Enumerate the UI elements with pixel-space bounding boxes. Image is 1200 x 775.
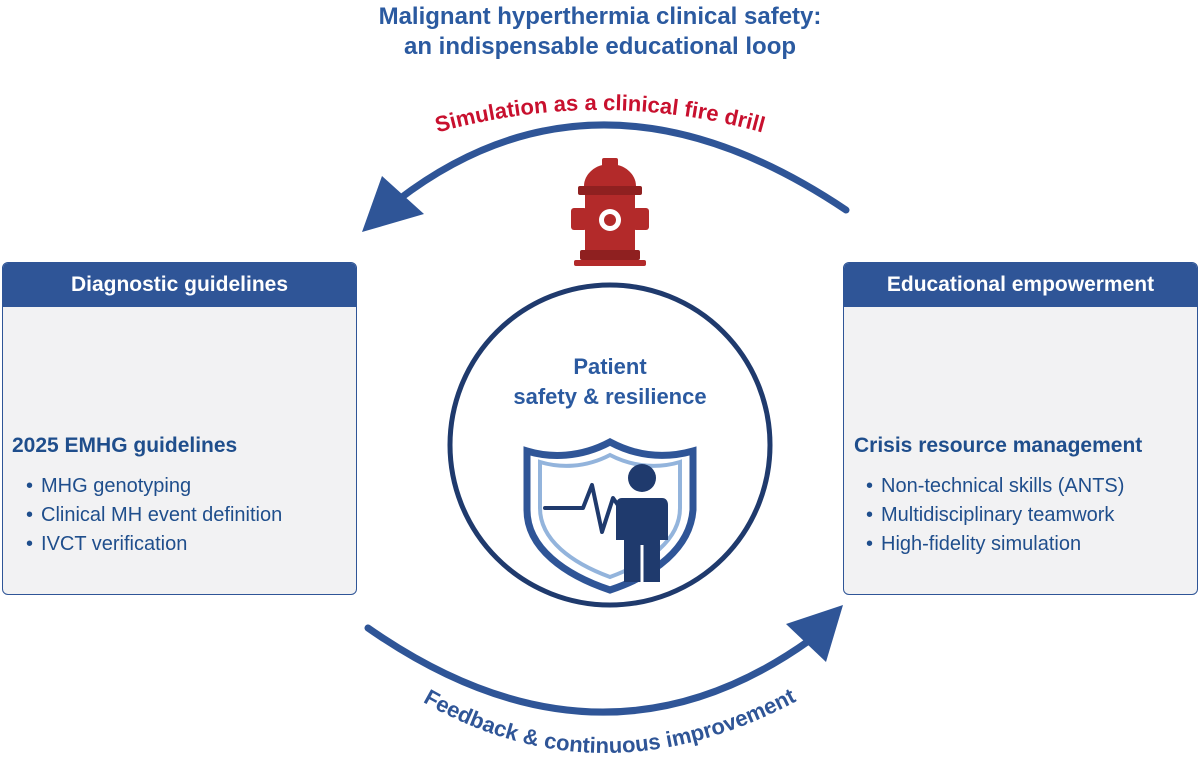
bottom-loop-arrow [364, 605, 843, 716]
diagram-title-line2: an indispensable educational loop [403, 33, 797, 60]
list-item: Multidisciplinary teamwork [866, 501, 1124, 530]
list-item: MHG genotyping [26, 472, 282, 501]
panel-subtitle: 2025 EMHG guidelines [12, 434, 238, 457]
center-label-line2: safety & resilience [513, 384, 707, 409]
diagram-title-line1: Malignant hyperthermia clinical safety: [378, 3, 822, 30]
top-loop-arrow [362, 121, 850, 232]
crm-list: Non-technical skills (ANTS) Multidiscipl… [866, 472, 1124, 559]
bottom-arrow-label: Feedback & continuous improvement [420, 683, 800, 758]
guidelines-list: MHG genotyping Clinical MH event definit… [26, 472, 282, 559]
list-item: IVCT verification [26, 530, 282, 559]
panel-subtitle: Crisis resource management [854, 434, 1143, 457]
panel-header: Diagnostic guidelines [3, 263, 356, 307]
top-arrow-label: Simulation as a clinical fire drill [432, 90, 768, 137]
center-label-line1: Patient [573, 354, 647, 379]
fire-hydrant-icon [571, 158, 649, 266]
shield-heartbeat-person-icon [523, 438, 697, 594]
educational-empowerment-panel: Educational empowerment [843, 262, 1198, 595]
list-item: Non-technical skills (ANTS) [866, 472, 1124, 501]
list-item: High-fidelity simulation [866, 530, 1124, 559]
panel-header: Educational empowerment [844, 263, 1197, 307]
list-item: Clinical MH event definition [26, 501, 282, 530]
